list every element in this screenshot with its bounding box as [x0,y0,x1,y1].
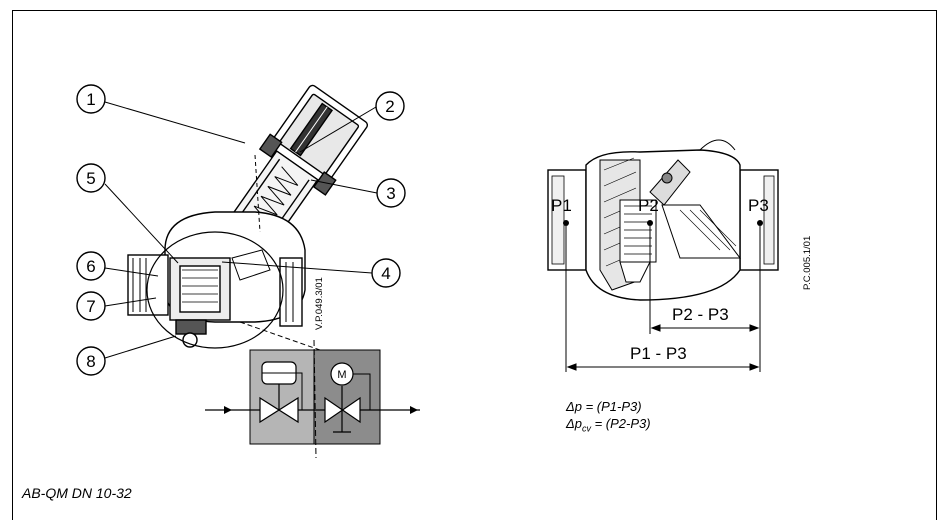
callout-6: 6 [76,251,106,281]
svg-text:5: 5 [86,169,95,188]
label-p1: P1 [551,196,572,215]
pressure-points: P1 P2 P3 [551,196,769,226]
label-p3: P3 [748,196,769,215]
callout-leaders [104,101,378,359]
callout-8: 8 [76,346,106,376]
svg-text:8: 8 [86,352,95,371]
svg-text:6: 6 [86,257,95,276]
valve-pressure-section [547,139,779,301]
callout-4: 4 [371,258,401,288]
callout-2: 2 [375,91,405,121]
svg-text:2: 2 [385,97,394,116]
svg-text:4: 4 [381,264,390,283]
svg-text:7: 7 [86,297,95,316]
callout-3: 3 [376,178,406,208]
motor-label: M [337,369,346,381]
valve-schematic: M [205,321,420,459]
label-p2: P2 [638,196,659,215]
figure-caption: AB-QM DN 10-32 [22,485,132,501]
svg-text:1: 1 [86,90,95,109]
dimension-p1-p3: P1 - P3 [630,344,687,363]
formulas: Δp = (P1-P3) Δpcv = (P2-P3) [566,398,651,438]
valve-cross-section [127,84,369,349]
callout-5: 5 [76,163,106,193]
dimension-p2-p3: P2 - P3 [672,305,729,324]
dimension-lines [565,226,761,372]
callouts: 1 2 3 4 5 6 7 8 [76,84,406,376]
svg-text:3: 3 [386,184,395,203]
left-drawing-ref: V.P.049.3/01 [314,277,325,330]
callout-7: 7 [76,291,106,321]
formula-dp: Δp = (P1-P3) [566,399,642,414]
callout-1: 1 [76,84,106,114]
figure-frame [12,10,937,520]
right-drawing-ref: P.C.005.1/01 [802,236,813,290]
formula-dpcv: Δpcv = (P2-P3) [566,416,651,434]
